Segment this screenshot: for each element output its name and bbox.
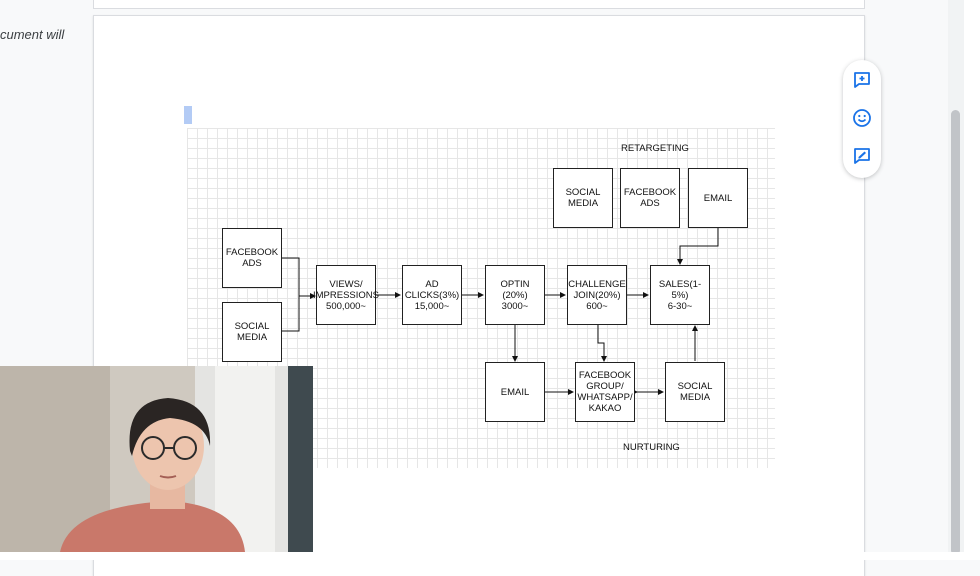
box-ad-clicks[interactable]: AD CLICKS(3%) 15,000~ [402, 265, 462, 325]
connector-email-to-sales [677, 228, 719, 265]
box-email-retargeting[interactable]: EMAIL [688, 168, 748, 228]
connector-social-media-to-views [282, 296, 300, 332]
vertical-scrollbar-thumb[interactable] [951, 110, 960, 555]
side-action-panel [843, 60, 881, 178]
emoji-reaction-button[interactable] [852, 108, 872, 128]
diagram-connectors [282, 228, 719, 395]
box-social-media-retargeting[interactable]: SOCIAL MEDIA [553, 168, 613, 228]
text-cursor-selection [184, 106, 192, 124]
add-comment-button[interactable] [852, 70, 872, 90]
box-social-media-nurturing[interactable]: SOCIAL MEDIA [665, 362, 725, 422]
webcam-video-frame [0, 366, 313, 552]
box-facebook-ads-retargeting[interactable]: FACEBOOK ADS [620, 168, 680, 228]
suggest-edits-icon [854, 148, 870, 164]
box-views-impressions[interactable]: VIEWS/ IMPRESSIONS 500,000~ [313, 265, 379, 325]
left-margin-text: cument will [0, 27, 65, 42]
window-right-edge [964, 0, 980, 560]
connector-facebook-ads-to-views [282, 257, 316, 299]
box-optin[interactable]: OPTIN (20%) 3000~ [485, 265, 545, 325]
box-sales[interactable]: SALES(1-5%) 6-30~ [650, 265, 710, 325]
add-comment-icon [854, 72, 870, 88]
box-facebook-group[interactable]: FACEBOOK GROUP/ WHATSAPP/ KAKAO [575, 362, 635, 422]
label-nurturing: NURTURING [623, 442, 680, 453]
box-challenge-join[interactable]: CHALLENGE JOIN(20%) 600~ [567, 265, 627, 325]
box-facebook-ads-source[interactable]: FACEBOOK ADS [222, 228, 282, 288]
previous-page-bottom [93, 0, 865, 9]
emoji-reaction-icon [853, 109, 871, 127]
funnel-diagram[interactable]: FACEBOOK ADS SOCIAL MEDIA VIEWS/ IMPRESS… [187, 128, 775, 468]
bottom-edge [0, 552, 980, 560]
box-email-nurturing[interactable]: EMAIL [485, 362, 545, 422]
box-social-media-source[interactable]: SOCIAL MEDIA [222, 302, 282, 362]
connector-challenge-to-group [597, 325, 607, 362]
webcam-overlay [0, 366, 313, 552]
suggest-edits-button[interactable] [852, 146, 872, 166]
label-retargeting: RETARGETING [621, 143, 689, 154]
